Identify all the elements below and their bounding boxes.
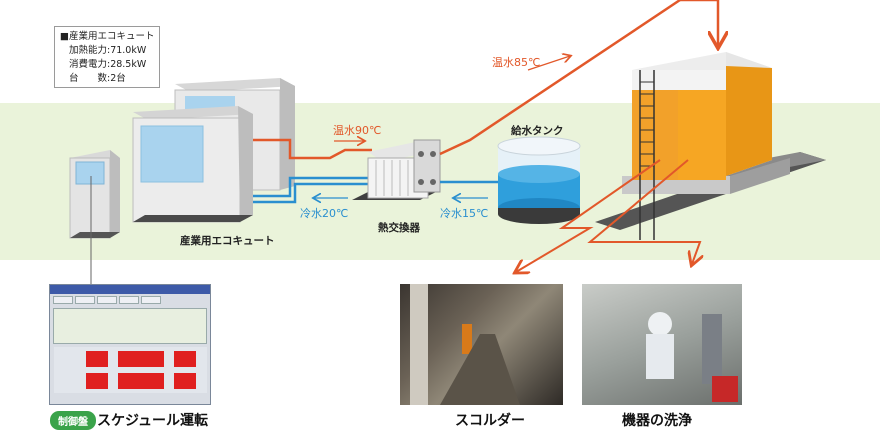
heat-exchanger-graphic — [352, 139, 441, 200]
washing-caption: 機器の洗浄 — [622, 413, 692, 429]
hot-water-90-label: 温水90℃ — [333, 124, 382, 137]
spec-heating-capacity: 加熱能力:71.0kW — [69, 45, 147, 56]
control-cabinet — [69, 150, 120, 239]
hot-water-tank-graphic — [595, 52, 826, 240]
heat-exchanger-label: 熱交換器 — [378, 222, 420, 234]
scalder-photo — [400, 284, 563, 405]
spec-title: ■産業用エコキュート — [60, 31, 155, 42]
ecocute-label: 産業用エコキュート — [180, 235, 275, 247]
schedule-grid — [54, 347, 207, 393]
hot-water-85-label: 温水85℃ — [492, 56, 541, 69]
spec-units: 台 数:2台 — [69, 73, 126, 84]
cold-water-20-label: 冷水20℃ — [300, 207, 349, 220]
supply-tank-label: 給水タンク — [511, 125, 564, 137]
washing-photo — [582, 284, 742, 405]
control-panel-badge: 制御盤 — [50, 411, 96, 430]
ecocute-unit-front — [132, 106, 253, 223]
spec-box: ■産業用エコキュート 加熱能力:71.0kW 消費電力:28.5kW 台 数:2… — [54, 26, 160, 88]
control-panel-screen — [49, 284, 211, 405]
spec-power-consumption: 消費電力:28.5kW — [69, 59, 147, 70]
schedule-caption: スケジュール運転 — [97, 413, 209, 429]
cold-water-15-label: 冷水15℃ — [440, 207, 489, 220]
water-supply-tank-graphic — [497, 136, 581, 224]
scalder-caption: スコルダー — [455, 413, 525, 429]
